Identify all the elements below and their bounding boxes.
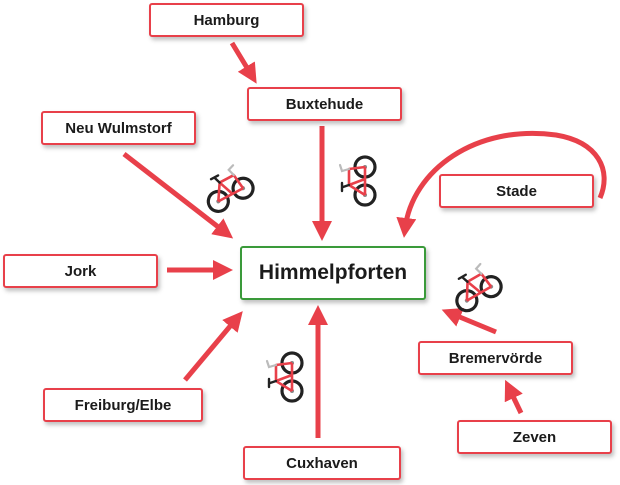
node-freiburg-elbe: Freiburg/Elbe — [43, 388, 203, 422]
edge-freiburg-himmelpforten — [183, 311, 243, 382]
bicycle-icon — [196, 159, 259, 217]
node-himmelpforten: Himmelpforten — [240, 246, 426, 300]
edge-neuwulmstorf-himmelpforten — [122, 152, 234, 239]
edge-bremervoerde-himmelpforten — [441, 307, 497, 335]
edge-hamburg-buxtehude — [229, 41, 257, 84]
edge-stade-himmelpforten — [396, 131, 607, 238]
bicycle-icon — [338, 155, 377, 207]
node-cuxhaven: Cuxhaven — [243, 446, 401, 480]
node-zeven: Zeven — [457, 420, 612, 454]
bicycle-icon — [265, 351, 304, 403]
node-neu-wulmstorf: Neu Wulmstorf — [41, 111, 196, 145]
node-hamburg: Hamburg — [149, 3, 304, 37]
node-stade: Stade — [439, 174, 594, 208]
node-buxtehude: Buxtehude — [247, 87, 402, 121]
edges — [122, 41, 607, 438]
node-jork: Jork — [3, 254, 158, 288]
edge-zeven-bremervoerde — [504, 379, 524, 415]
node-bremervoerde: Bremervörde — [418, 341, 573, 375]
bicycle-icon — [444, 258, 507, 316]
